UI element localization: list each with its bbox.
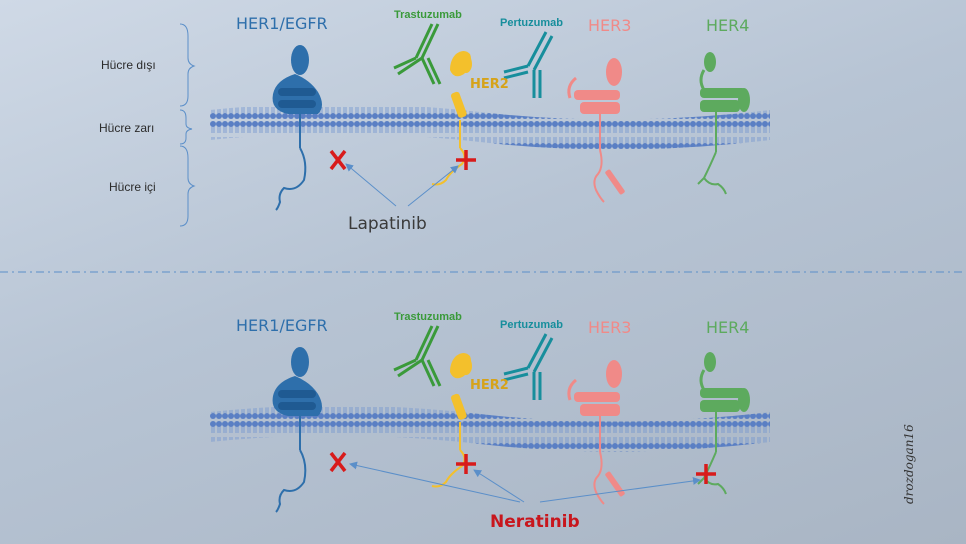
region-label-outside: Hücre dışı xyxy=(101,58,156,72)
her4-label-bottom: HER4 xyxy=(706,318,750,337)
her4-label-top: HER4 xyxy=(706,16,750,35)
arrow-lapatinib-her1 xyxy=(345,163,397,207)
pertuzumab-label-top: Pertuzumab xyxy=(500,17,563,29)
lapatinib-label: Lapatinib xyxy=(348,214,427,234)
trastuzumab-antibody-top xyxy=(392,22,442,86)
cell-membrane-bottom xyxy=(210,405,770,452)
block-x-her1-bottom xyxy=(329,451,347,473)
pertuzumab-antibody-bottom xyxy=(502,332,554,402)
arrow-neratinib-her2 xyxy=(473,469,525,503)
her3-label-bottom: HER3 xyxy=(588,318,632,337)
author-signature: drozdogan16 xyxy=(902,424,916,504)
block-plus-her2-bottom xyxy=(454,452,478,476)
pertuzumab-label-bottom: Pertuzumab xyxy=(500,319,563,331)
trastuzumab-antibody-bottom xyxy=(392,324,442,388)
cell-membrane-top xyxy=(210,103,770,150)
trastuzumab-label-bottom: Trastuzumab xyxy=(394,311,462,323)
her2-label-top: HER2 xyxy=(470,77,509,92)
region-label-inside: Hücre içi xyxy=(109,180,156,194)
her2-label-bottom: HER2 xyxy=(470,378,509,393)
pertuzumab-antibody-top xyxy=(502,30,554,100)
arrow-lapatinib-her2 xyxy=(407,165,459,207)
block-plus-her4-bottom xyxy=(694,462,718,486)
her1-label-top: HER1/EGFR xyxy=(236,14,328,33)
block-x-her1-top xyxy=(329,149,347,171)
arrow-neratinib-her1 xyxy=(349,461,521,503)
her1-label-bottom: HER1/EGFR xyxy=(236,316,328,335)
region-braces xyxy=(179,23,196,227)
arrow-neratinib-her4 xyxy=(539,476,701,503)
region-label-membrane: Hücre zarı xyxy=(99,121,155,135)
trastuzumab-label-top: Trastuzumab xyxy=(394,9,462,21)
her3-label-top: HER3 xyxy=(588,16,632,35)
neratinib-label: Neratinib xyxy=(490,512,580,532)
